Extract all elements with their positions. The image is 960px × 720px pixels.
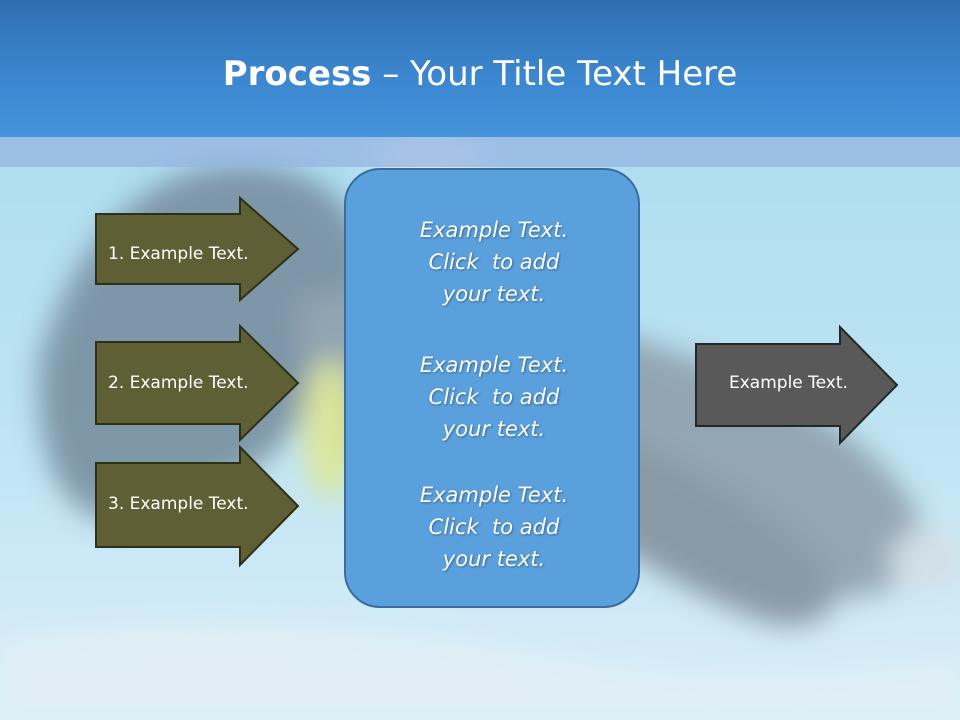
center-text-block-2: Example Text. Click to add your text. [346, 349, 642, 445]
slide-title[interactable]: Process – Your Title Text Here [0, 52, 960, 96]
arrow-shape-icon [95, 323, 300, 443]
center-text-block-1: Example Text. Click to add your text. [346, 214, 642, 310]
text-line: Click to add [428, 515, 560, 539]
text-line: your text. [442, 547, 546, 571]
arrow-shape-icon [95, 444, 300, 568]
step-arrow-3[interactable]: 3. Example Text. [95, 444, 301, 568]
text-line: Click to add [428, 250, 560, 274]
title-bold: Process [222, 54, 372, 94]
step-arrow-2[interactable]: 2. Example Text. [95, 323, 301, 443]
text-line: Click to add [428, 385, 560, 409]
arrow-shape-icon [95, 195, 300, 303]
output-label: Example Text. [729, 373, 848, 393]
step-label: 2. Example Text. [108, 373, 249, 393]
arrow-shape-icon [695, 324, 899, 446]
output-arrow[interactable]: Example Text. [695, 324, 901, 446]
title-bar [0, 0, 960, 137]
title-bar-band [0, 137, 960, 167]
text-line: your text. [442, 417, 546, 441]
step-arrow-1[interactable]: 1. Example Text. [95, 195, 301, 303]
center-text-block-3: Example Text. Click to add your text. [346, 479, 642, 575]
text-line: your text. [442, 282, 546, 306]
center-text-box[interactable]: Example Text. Click to add your text. Ex… [344, 168, 640, 608]
step-label: 3. Example Text. [108, 494, 249, 514]
text-line: Example Text. [419, 353, 569, 377]
step-label: 1. Example Text. [108, 244, 249, 264]
text-line: Example Text. [419, 218, 569, 242]
title-rest: – Your Title Text Here [371, 54, 738, 94]
text-line: Example Text. [419, 483, 569, 507]
